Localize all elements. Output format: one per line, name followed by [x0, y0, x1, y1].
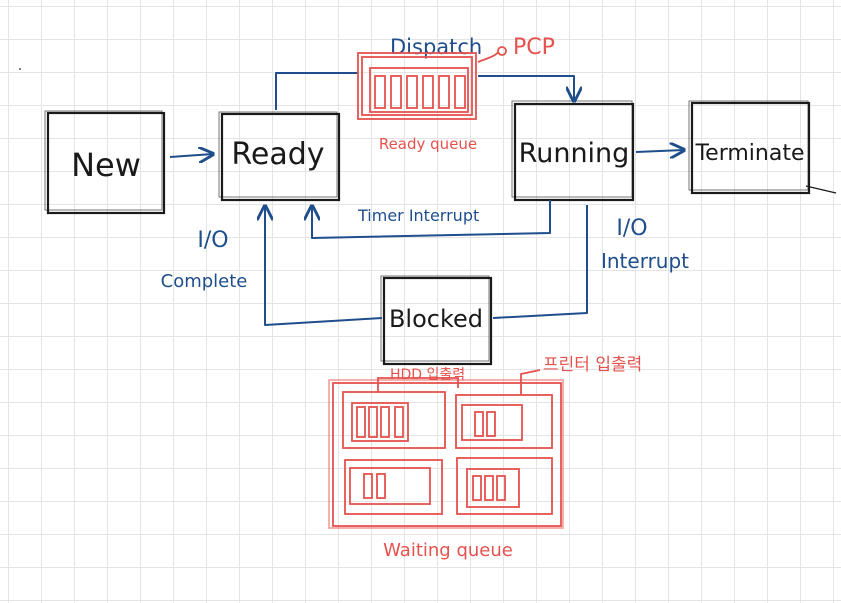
- arrow-io-complete: [265, 206, 383, 326]
- io-complete-label-line2: Complete: [161, 271, 248, 292]
- state-blocked-label: Blocked: [389, 305, 483, 333]
- io-device-3: [344, 459, 443, 515]
- state-running-label: Running: [519, 138, 630, 169]
- hdd-io-label: HDD 입출력: [390, 367, 465, 383]
- state-blocked: Blocked: [380, 275, 493, 366]
- printer-io-device: [455, 394, 553, 449]
- arrow-running-to-terminate: [635, 150, 684, 152]
- pcp-pointer: [477, 51, 499, 63]
- transition-arrows: [169, 72, 684, 326]
- io-interrupt-label-line1: I/O: [616, 216, 647, 241]
- dispatch-label: Dispatch: [390, 35, 482, 59]
- printer-label-pointer: [520, 369, 541, 395]
- waiting-queue-label: Waiting queue: [383, 540, 513, 561]
- io-complete-label-line1: I/O: [197, 228, 228, 253]
- pcp-label: PCP: [513, 35, 555, 60]
- ready-queue-label: Ready queue: [379, 135, 477, 153]
- arrow-timer-interrupt: [312, 200, 551, 239]
- waiting-queue: [328, 369, 564, 529]
- ready-queue: [357, 46, 507, 120]
- timer-interrupt-label: Timer Interrupt: [357, 206, 479, 225]
- arrow-dispatch-2: [478, 75, 574, 101]
- printer-io-label: 프린터 입출력: [543, 355, 642, 375]
- state-terminate: Terminate: [688, 100, 837, 195]
- state-new-label: New: [71, 146, 141, 184]
- hdd-label-pointer: [377, 377, 459, 392]
- arrow-io-interrupt: [492, 205, 588, 319]
- state-ready-label: Ready: [231, 137, 324, 172]
- arrow-dispatch: [275, 72, 358, 110]
- state-running: Running: [511, 100, 635, 202]
- state-ready: Ready: [218, 111, 341, 202]
- state-terminate-label: Terminate: [694, 141, 804, 166]
- io-device-4: [456, 457, 553, 515]
- stray-dot: [19, 68, 21, 70]
- arrow-new-to-ready: [169, 154, 213, 157]
- io-interrupt-label-line2: Interrupt: [601, 249, 689, 273]
- state-new: New: [44, 110, 166, 215]
- hdd-io-device: [342, 391, 446, 449]
- ready-queue-pcb-slots: [374, 75, 466, 109]
